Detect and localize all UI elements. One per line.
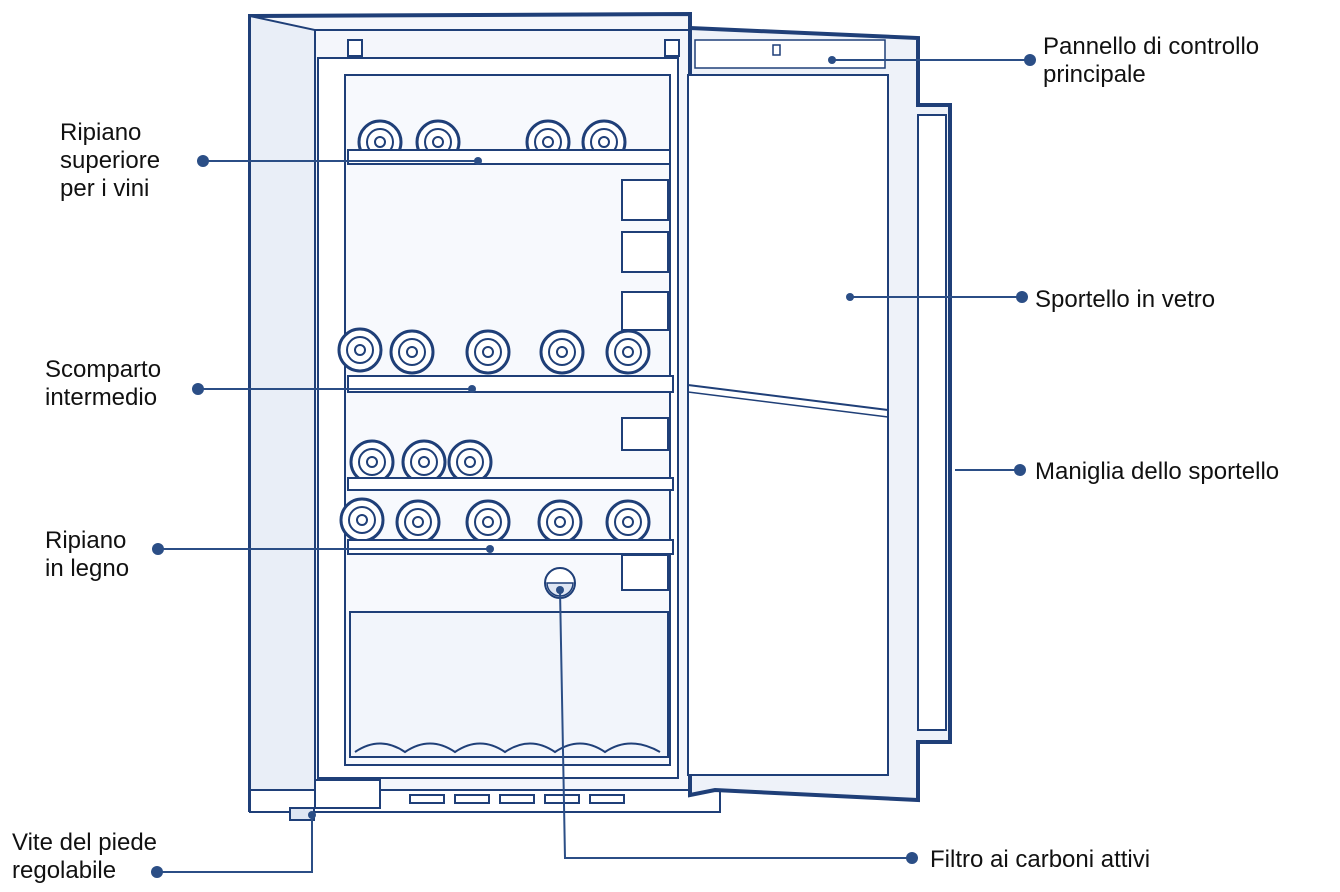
label-wood-shelf: Ripiano in legno: [45, 527, 130, 582]
leader-foot-screw: [157, 815, 313, 873]
label-foot-screw: Vite del piede regolabile: [12, 829, 158, 884]
label-middle-compartment: Scomparto intermedio: [45, 356, 162, 411]
wood-shelf: [339, 497, 674, 555]
cabinet-left-side: [249, 14, 316, 812]
door-glass: [687, 74, 889, 776]
leader-dots: [151, 54, 1036, 878]
label-control-panel: Pannello di controllo principale: [1043, 33, 1260, 88]
lower-shelf: [347, 439, 674, 491]
label-top-shelf: Ripiano superiore per i vini: [60, 119, 161, 202]
label-carbon-filter: Filtro ai carboni attivi: [930, 846, 1151, 873]
label-glass-door: Sportello in vetro: [1035, 286, 1216, 313]
leader-carbon-filter: [559, 589, 912, 859]
door-handle: [917, 114, 947, 731]
bottom-drawer: [349, 611, 669, 758]
label-door-handle: Maniglia dello sportello: [1035, 458, 1280, 485]
leader-lines: [157, 59, 1030, 873]
control-panel: [694, 39, 886, 69]
glass-door: [687, 25, 952, 803]
cabinet-base: [249, 779, 721, 821]
shelf-rails: [621, 179, 669, 591]
